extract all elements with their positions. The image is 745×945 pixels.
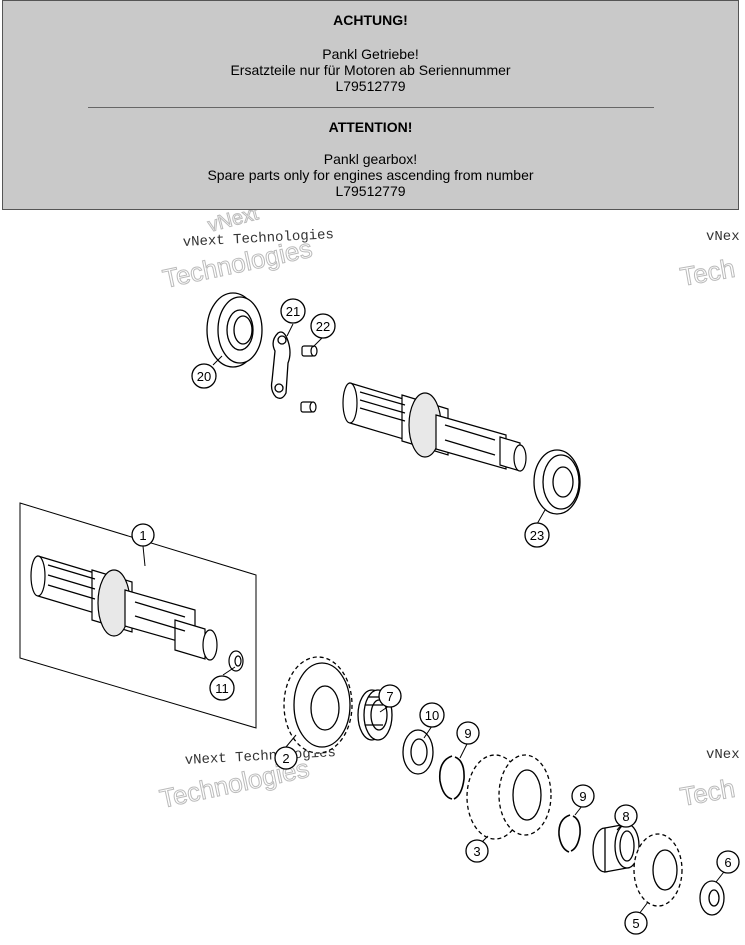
warning-notice: ACHTUNG! Pankl Getriebe! Ersatzteile nur… bbox=[2, 0, 739, 210]
part-7-needle-bearing bbox=[357, 689, 393, 741]
watermark-bottom: vNext Technologies Technologies vNex Tec… bbox=[157, 745, 740, 814]
notice-line-de-3: L79512779 bbox=[335, 78, 406, 94]
callout-label-10: 10 bbox=[425, 708, 439, 723]
callout-22: 22 bbox=[310, 313, 336, 339]
callout-label-9b: 9 bbox=[579, 789, 586, 804]
part-11-nut bbox=[228, 650, 244, 672]
part-22-screws bbox=[300, 345, 318, 413]
part-20-bearing bbox=[206, 292, 263, 368]
notice-heading-de: ACHTUNG! bbox=[333, 12, 408, 28]
callout-label-9a: 9 bbox=[464, 726, 471, 741]
callout-9b: 9 bbox=[571, 784, 595, 808]
notice-heading-en: ATTENTION! bbox=[328, 119, 413, 135]
callout-label-21: 21 bbox=[286, 304, 300, 319]
callout-label-20: 20 bbox=[197, 369, 211, 384]
notice-line-de-2: Ersatzteile nur für Motoren ab Seriennum… bbox=[230, 62, 511, 78]
callout-1: 1 bbox=[131, 523, 155, 547]
callout-label-8: 8 bbox=[622, 809, 629, 824]
notice-line-en-3: L79512779 bbox=[335, 183, 406, 199]
callout-8: 8 bbox=[614, 804, 638, 828]
input-shaft bbox=[30, 555, 218, 661]
part-3-double-gear bbox=[466, 754, 552, 840]
part-8-bushing bbox=[592, 823, 640, 873]
callout-6: 6 bbox=[716, 850, 740, 874]
callout-11: 11 bbox=[209, 675, 235, 701]
watermark-edge-big-bottom: Tech bbox=[678, 773, 737, 812]
part-9-circlip-b bbox=[558, 814, 581, 853]
callout-20: 20 bbox=[191, 363, 217, 389]
callout-label-2: 2 bbox=[282, 751, 289, 766]
part-10-washer bbox=[402, 729, 434, 775]
part-6-washer bbox=[699, 880, 725, 916]
callout-label-7: 7 bbox=[386, 689, 393, 704]
watermark-bottom-small: vNext Technologies bbox=[184, 745, 336, 769]
notice-line-de-1: Pankl Getriebe! bbox=[322, 46, 419, 62]
callout-label-11: 11 bbox=[215, 681, 229, 696]
callout-21: 21 bbox=[280, 298, 306, 324]
callout-label-6: 6 bbox=[724, 855, 731, 870]
callout-5: 5 bbox=[624, 911, 648, 935]
callout-label-1: 1 bbox=[139, 528, 146, 543]
part-1-assembly-frame bbox=[19, 502, 257, 729]
watermark-top: vNext vNext Technologies Technologies vN… bbox=[160, 210, 740, 294]
callout-9a: 9 bbox=[456, 721, 480, 745]
watermark-edge-big-top: Tech bbox=[678, 253, 737, 292]
notice-line-en-1: Pankl gearbox! bbox=[323, 151, 418, 167]
watermark-edge-small-top: vNex bbox=[706, 229, 740, 245]
part-2-gear bbox=[283, 656, 353, 754]
callout-23: 23 bbox=[524, 522, 550, 548]
callout-2: 2 bbox=[274, 746, 298, 770]
part-5-gear bbox=[633, 833, 683, 907]
part-23-bearing bbox=[533, 449, 581, 515]
watermark-edge-small-bottom: vNex bbox=[706, 747, 740, 763]
output-shaft-upper bbox=[342, 382, 527, 472]
callout-7: 7 bbox=[378, 684, 402, 708]
part-9-circlip-a bbox=[438, 755, 465, 800]
exploded-parts-diagram: vNext vNext Technologies Technologies vN… bbox=[19, 210, 740, 935]
callout-3: 3 bbox=[465, 839, 489, 863]
callout-label-22: 22 bbox=[316, 319, 330, 334]
notice-divider bbox=[88, 107, 654, 108]
part-21-retainer-plate bbox=[270, 331, 291, 399]
callout-label-3: 3 bbox=[473, 844, 480, 859]
notice-line-en-2: Spare parts only for engines ascending f… bbox=[207, 167, 534, 183]
watermark-top-small: vNext Technologies bbox=[182, 227, 334, 251]
callout-10: 10 bbox=[419, 702, 445, 728]
callout-label-5: 5 bbox=[632, 916, 639, 931]
callout-label-23: 23 bbox=[530, 528, 544, 543]
